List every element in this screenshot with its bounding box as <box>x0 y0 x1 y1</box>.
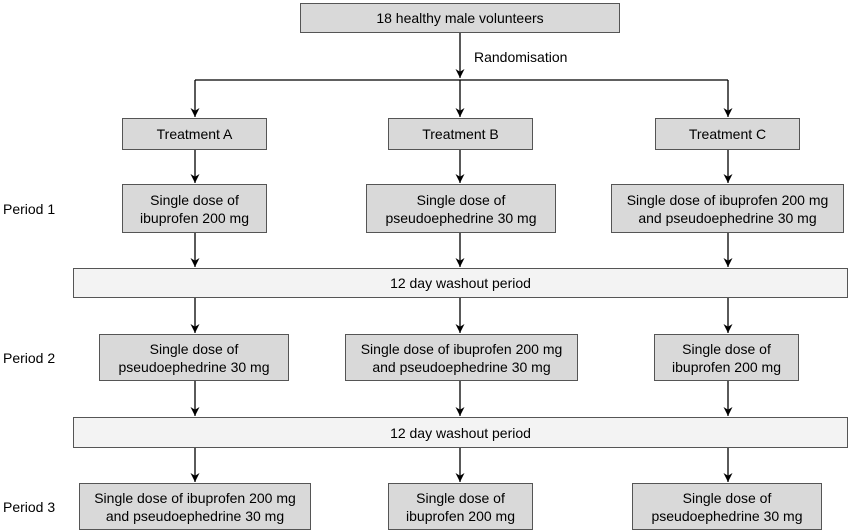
treatment-c-label: Treatment C <box>688 126 767 142</box>
treatment-b-label: Treatment B <box>422 126 499 142</box>
period-1-label: Period 1 <box>3 201 56 217</box>
treatment-b-box: Treatment B <box>388 118 533 150</box>
period-1-c-line-2: and pseudoephedrine 30 mg <box>638 209 817 226</box>
washout-2-label: 12 day washout period <box>390 424 531 441</box>
period-2-c-line-2: ibuprofen 200 mg <box>672 358 781 375</box>
period-1-a-line-1: Single dose of <box>150 191 239 208</box>
period-1-a-line-2: ibuprofen 200 mg <box>140 209 249 226</box>
volunteers-box: 18 healthy male volunteers <box>300 3 620 33</box>
period-3-a-line-2: and pseudoephedrine 30 mg <box>105 507 285 524</box>
period-2-c-line-1: Single dose of <box>682 340 771 357</box>
treatment-c-box: Treatment C <box>655 118 800 150</box>
period-1-b-line-2: pseudoephedrine 30 mg <box>385 209 537 226</box>
period-3-c-line-2: pseudoephedrine 30 mg <box>651 507 803 524</box>
washout-1-box: 12 day washout period <box>73 268 848 298</box>
period-2-a-line-1: Single dose of <box>149 340 239 357</box>
period-3-b-line-1: Single dose of <box>416 489 505 506</box>
washout-1-label: 12 day washout period <box>390 275 531 291</box>
period-3-label: Period 3 <box>3 499 56 515</box>
treatment-a-box: Treatment A <box>122 118 267 150</box>
period-2-b-line-1: Single dose of ibuprofen 200 mg <box>360 340 563 357</box>
period-1-c-line-1: Single dose of ibuprofen 200 mg <box>626 191 829 208</box>
period-2-b-line-2: and pseudoephedrine 30 mg <box>372 358 551 375</box>
period-2-a-line-2: pseudoephedrine 30 mg <box>118 358 270 375</box>
volunteers-text: 18 healthy male volunteers <box>376 10 544 26</box>
period-2-label: Period 2 <box>3 350 56 366</box>
period-3-a-line-1: Single dose of ibuprofen 200 mg <box>94 489 296 506</box>
washout-2-box: 12 day washout period <box>73 417 848 448</box>
period-1-b-line-1: Single dose of <box>416 191 506 208</box>
period-3-b-line-2: ibuprofen 200 mg <box>406 507 515 524</box>
period-3-c-line-1: Single dose of <box>682 489 772 506</box>
randomisation-label: Randomisation <box>474 49 568 65</box>
treatment-a-label: Treatment A <box>156 126 233 142</box>
